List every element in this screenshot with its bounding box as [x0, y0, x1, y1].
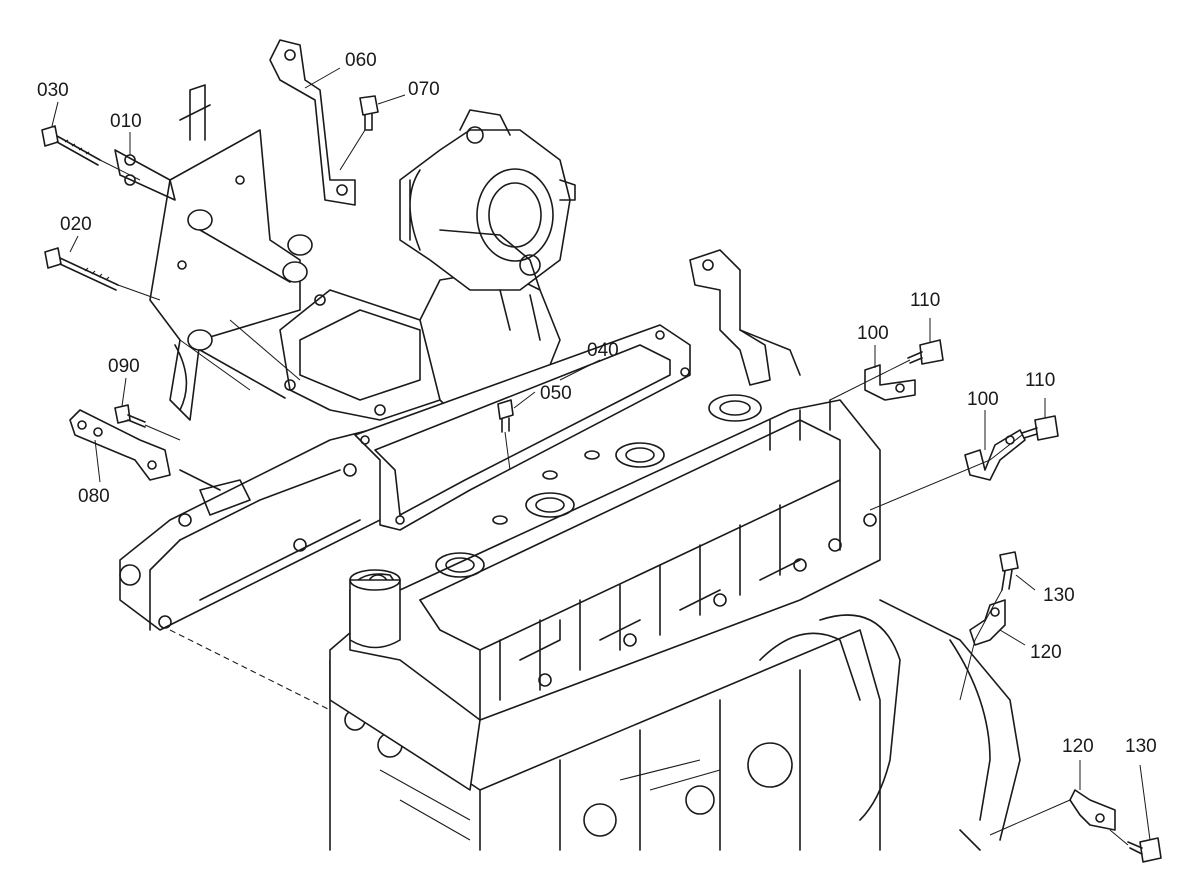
label-110-lower: 110: [1025, 370, 1055, 391]
bolt-050: [497, 399, 514, 433]
label-100-upper: 100: [857, 323, 889, 344]
bolt-130-lower: [1127, 837, 1162, 863]
bracket-100-lower: [964, 429, 1026, 481]
label-110-upper: 110: [910, 290, 940, 311]
label-010: 010: [110, 111, 142, 132]
label-120-lower: 120: [1062, 736, 1094, 757]
label-100-lower: 100: [967, 389, 999, 410]
label-130-upper: 130: [1043, 585, 1075, 606]
part-labels: 030 010 060 070 020 090 080 040 050 100 …: [37, 50, 1157, 757]
bolt-110-upper: [907, 339, 944, 365]
bracket-120-upper: [969, 599, 1006, 646]
label-060: 060: [345, 50, 377, 71]
label-070: 070: [408, 79, 440, 100]
bolt-110-lower: [1021, 415, 1059, 441]
bracket-010: [114, 84, 313, 421]
label-030: 030: [37, 80, 69, 101]
bolt-070: [359, 95, 379, 131]
cylinder-head: [329, 394, 881, 791]
label-020: 020: [60, 214, 92, 235]
label-120-upper: 120: [1030, 642, 1062, 663]
bolt-020: [44, 247, 119, 291]
intake-manifold: [119, 419, 441, 711]
assembly-lines: [99, 129, 1129, 846]
sensor-bracket: [689, 249, 801, 386]
label-130-lower: 130: [1125, 736, 1157, 757]
bolt-090: [114, 404, 146, 428]
bracket-120-lower: [1069, 789, 1116, 831]
label-090: 090: [108, 356, 140, 377]
label-080: 080: [78, 486, 110, 507]
bolt-130-upper: [999, 551, 1019, 591]
label-040: 040: [587, 340, 619, 361]
callout-leaders: [51, 67, 1151, 841]
gasket-040: [354, 324, 691, 531]
label-050: 050: [540, 383, 572, 404]
bolt-030: [41, 125, 101, 166]
bracket-100-upper: [864, 364, 916, 401]
bracket-060: [269, 39, 356, 206]
